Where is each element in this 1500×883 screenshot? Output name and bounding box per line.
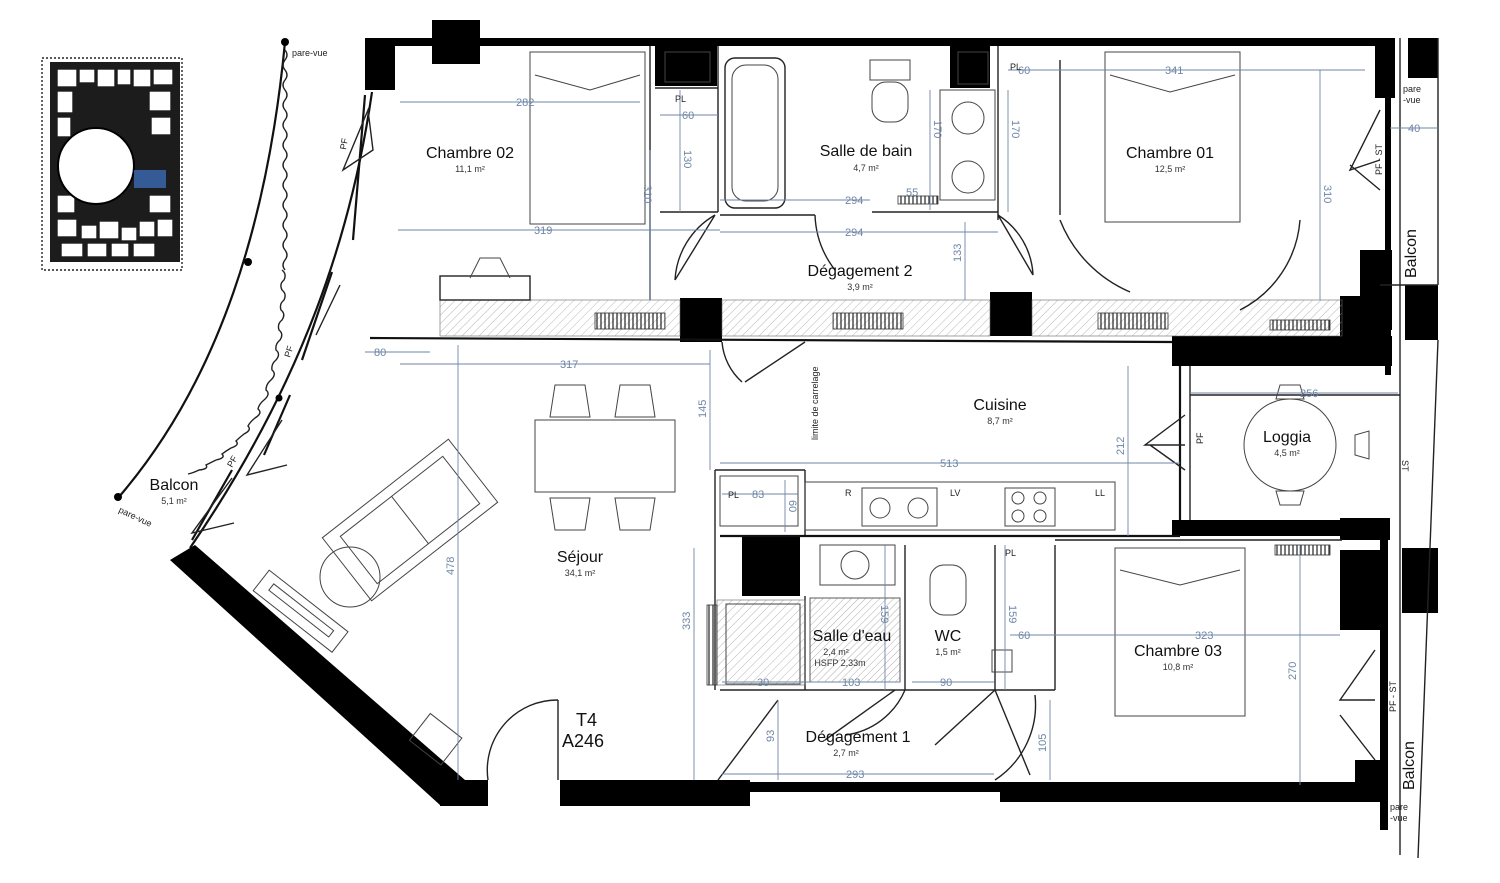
ll-label: LL (1095, 488, 1105, 498)
pare-vue-label-top: pare-vue (292, 48, 328, 58)
dim-130: 130 (681, 150, 693, 168)
room-chambre03-name: Chambre 03 (1134, 643, 1222, 660)
pare-vue-right-top-1: pare (1403, 84, 1421, 94)
room-chambre03-area: 10,8 m² (1163, 662, 1194, 672)
st-label: ST (1400, 460, 1410, 472)
dim-60a: 60 (682, 110, 694, 122)
dim-170a: 170 (931, 120, 943, 138)
room-cuisine-name: Cuisine (973, 397, 1026, 414)
room-cuisine-area: 8,7 m² (987, 416, 1013, 426)
dim-30: 30 (757, 677, 769, 689)
dim-40a: 40 (1408, 123, 1420, 135)
dim-55: 55 (906, 187, 918, 199)
dim-159a: 159 (878, 605, 890, 623)
curved-facade (114, 38, 374, 549)
room-balcon-right-top-name: Balcon (1403, 229, 1420, 278)
dimension-lines (365, 69, 1438, 785)
dim-80: 80 (374, 347, 386, 359)
room-chambre02-area: 11,1 m² (455, 164, 485, 174)
doors (486, 109, 1381, 781)
unit-reference: A246 (562, 731, 604, 751)
room-wc-name: WC (935, 628, 962, 645)
room-salle-deau-note: HSFP 2,33m (814, 658, 865, 668)
dim-145: 145 (697, 400, 709, 418)
pf-label-2: PF (282, 344, 295, 359)
pl-label-2: PL (1010, 62, 1021, 72)
pl-label-3: PL (728, 490, 739, 500)
dim-60b: 60 (1018, 65, 1030, 77)
limite-carrelage-label: limite de carrelage (810, 366, 820, 440)
closets (439, 275, 1343, 686)
dim-270: 270 (1287, 662, 1299, 680)
partitions (369, 46, 1400, 691)
annotations: pare-vue pare-vue pare -vue pare -vue PF… (117, 48, 1421, 823)
dim-310a: 310 (641, 185, 653, 203)
pf-label-1: PF (338, 137, 350, 151)
dim-310b: 310 (1321, 185, 1333, 203)
room-salle-deau-area: 2,4 m² (823, 647, 849, 657)
room-wc-area: 1,5 m² (935, 647, 961, 657)
dim-478: 478 (445, 557, 457, 575)
dim-83: 83 (752, 489, 764, 501)
walls (170, 20, 1438, 830)
r-label: R (845, 488, 852, 498)
key-plan (41, 57, 183, 271)
pf-st-label-bottom: PF - ST (1388, 680, 1398, 712)
pf-label-3: PF (225, 454, 240, 469)
pl-label-1: PL (675, 94, 686, 104)
dimension-texts: 282 319 60 130 310 294 294 55 170 170 34… (374, 65, 1420, 781)
room-balcon-left-name: Balcon (150, 477, 199, 494)
dim-105: 105 (1037, 734, 1049, 752)
dim-133: 133 (952, 244, 964, 262)
room-chambre01-area: 12,5 m² (1155, 164, 1186, 174)
dim-333: 333 (681, 612, 693, 630)
room-balcon-right-bottom-name: Balcon (1401, 741, 1418, 790)
room-loggia-name: Loggia (1263, 429, 1311, 446)
dim-293: 293 (846, 769, 864, 781)
dim-319: 319 (534, 225, 552, 237)
pf-label-loggia: PF (1195, 432, 1205, 444)
radiators (594, 195, 1331, 686)
room-chambre02-name: Chambre 02 (426, 145, 514, 162)
dim-90: 90 (940, 677, 952, 689)
room-degagement1-area: 2,7 m² (833, 748, 859, 758)
room-balcon-left-area: 5,1 m² (161, 496, 187, 506)
room-labels: Chambre 02 11,1 m² Salle de bain 4,7 m² … (150, 143, 1420, 790)
dim-212: 212 (1115, 437, 1127, 455)
dim-159b: 159 (1006, 605, 1018, 623)
dim-317: 317 (560, 359, 578, 371)
unit-type: T4 (576, 710, 597, 730)
dim-256: 256 (1300, 388, 1318, 400)
dim-60d: 60 (1018, 630, 1030, 642)
pare-vue-right-bottom-1: pare (1390, 802, 1408, 812)
pare-vue-right-top-2: -vue (1403, 95, 1421, 105)
pare-vue-right-bottom-2: -vue (1390, 813, 1408, 823)
dim-294a: 294 (845, 195, 863, 207)
pl-label-4: PL (1005, 548, 1016, 558)
dim-341: 341 (1165, 65, 1183, 77)
dim-93: 93 (765, 730, 777, 742)
dim-282: 282 (516, 97, 534, 109)
room-loggia-area: 4,5 m² (1274, 448, 1300, 458)
dim-294b: 294 (845, 227, 863, 239)
room-sejour-area: 34,1 m² (565, 568, 596, 578)
dim-60c: 60 (786, 500, 798, 512)
dim-323: 323 (1195, 630, 1213, 642)
dim-170b: 170 (1009, 120, 1021, 138)
pare-vue-label-left: pare-vue (117, 505, 153, 529)
room-salle-deau-name: Salle d'eau (813, 628, 892, 645)
room-degagement2-name: Dégagement 2 (808, 263, 913, 280)
room-degagement2-area: 3,9 m² (847, 282, 873, 292)
room-salle-de-bain-area: 4,7 m² (853, 163, 879, 173)
dim-513: 513 (940, 458, 958, 470)
room-salle-de-bain-name: Salle de bain (820, 143, 913, 160)
pf-st-label-top: PF - ST (1374, 143, 1384, 175)
room-chambre01-name: Chambre 01 (1126, 145, 1214, 162)
dim-103: 103 (842, 677, 860, 689)
room-sejour-name: Séjour (557, 549, 604, 566)
room-degagement1-name: Dégagement 1 (806, 729, 911, 746)
lv-label: LV (950, 488, 960, 498)
